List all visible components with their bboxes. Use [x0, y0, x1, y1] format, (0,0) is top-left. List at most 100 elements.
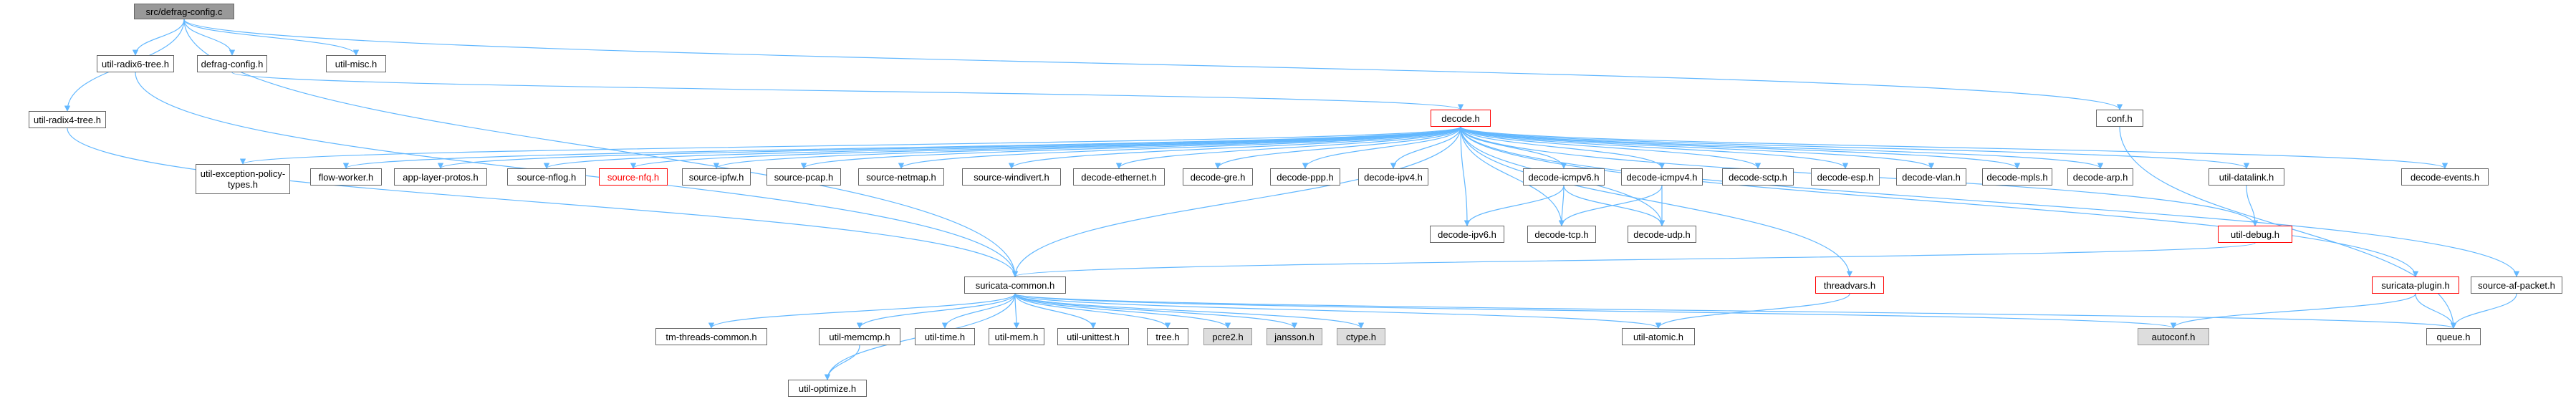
node-decode-ipv4[interactable]: decode-ipv4.h [1358, 168, 1428, 186]
node-util-mem[interactable]: util-mem.h [989, 328, 1044, 345]
node-decode-tcp[interactable]: decode-tcp.h [1527, 226, 1596, 243]
edge-suricata-plugin-to-autoconf [2170, 293, 2416, 329]
node-decode-gre[interactable]: decode-gre.h [1183, 168, 1253, 186]
edge-suricata-common-to-util-mem [1013, 293, 1020, 329]
node-util-datalink[interactable]: util-datalink.h [2209, 168, 2284, 186]
edge-suricata-common-to-pcre2 [1014, 293, 1231, 329]
edge-decode-to-util-datalink [1460, 126, 2249, 169]
edge-decode-to-source-netmap [898, 126, 1461, 169]
edge-suricata-common-to-util-memcmp [856, 293, 1016, 329]
node-decode[interactable]: decode.h [1431, 110, 1491, 127]
node-tm-threads-common[interactable]: tm-threads-common.h [655, 328, 767, 345]
node-util-atomic[interactable]: util-atomic.h [1622, 328, 1695, 345]
node-util-optimize[interactable]: util-optimize.h [788, 380, 867, 397]
node-root[interactable]: src/defrag-config.c [134, 4, 234, 19]
edge-util-memcmp-to-util-optimize [824, 345, 860, 380]
node-util-debug[interactable]: util-debug.h [2218, 226, 2292, 243]
edge-decode-to-source-af-packet [1460, 126, 2520, 277]
edge-util-radix4-tree-to-suricata-common [67, 128, 1019, 277]
edge-decode-to-decode-ipv6 [1460, 126, 1471, 226]
node-defrag-config[interactable]: defrag-config.h [197, 55, 267, 72]
node-flow-worker[interactable]: flow-worker.h [310, 168, 382, 186]
node-source-nfq[interactable]: source-nfq.h [599, 168, 668, 186]
node-threadvars[interactable]: threadvars.h [1815, 276, 1884, 294]
node-decode-vlan[interactable]: decode-vlan.h [1896, 168, 1966, 186]
node-app-layer-protos[interactable]: app-layer-protos.h [394, 168, 487, 186]
edge-suricata-common-to-jansson [1014, 293, 1298, 329]
node-source-af-packet[interactable]: source-af-packet.h [2471, 276, 2562, 294]
edge-util-datalink-to-util-debug [2246, 185, 2259, 226]
node-decode-udp[interactable]: decode-udp.h [1628, 226, 1696, 243]
edge-suricata-common-to-autoconf [1014, 293, 2176, 329]
node-decode-mpls[interactable]: decode-mpls.h [1982, 168, 2052, 186]
node-decode-ethernet[interactable]: decode-ethernet.h [1073, 168, 1165, 186]
node-conf[interactable]: conf.h [2096, 110, 2143, 127]
node-util-unittest[interactable]: util-unittest.h [1057, 328, 1129, 345]
edge-decode-to-decode-tcp [1460, 126, 1565, 226]
edge-suricata-common-to-tree [1014, 293, 1171, 329]
node-source-windivert[interactable]: source-windivert.h [962, 168, 1061, 186]
node-decode-ipv6[interactable]: decode-ipv6.h [1430, 226, 1504, 243]
node-source-pcap[interactable]: source-pcap.h [766, 168, 841, 186]
edge-decode-to-decode-gre [1214, 126, 1461, 169]
node-util-misc[interactable]: util-misc.h [326, 55, 386, 72]
edge-root-to-defrag-config [183, 19, 236, 56]
edge-decode-to-source-pcap [801, 126, 1461, 169]
node-decode-ppp[interactable]: decode-ppp.h [1270, 168, 1340, 186]
edge-decode-to-source-nflog [544, 126, 1461, 169]
node-util-exception-policy-types[interactable]: util-exception-policy-types.h [196, 164, 290, 194]
edge-decode-to-source-ipfw [713, 126, 1461, 169]
node-jansson[interactable]: jansson.h [1267, 328, 1322, 345]
edge-decode-to-util-exception-policy-types [240, 126, 1461, 165]
edge-decode-to-decode-sctp [1460, 126, 1762, 169]
node-decode-sctp[interactable]: decode-sctp.h [1722, 168, 1794, 186]
edge-decode-to-decode-ppp [1302, 126, 1461, 169]
edge-decode-icmpv6-to-decode-tcp [1558, 185, 1565, 226]
edge-suricata-common-to-util-atomic [1014, 293, 1661, 329]
node-util-radix6-tree[interactable]: util-radix6-tree.h [97, 55, 174, 72]
edge-decode-to-decode-events [1460, 126, 2448, 169]
edge-decode-to-decode-ipv4 [1390, 126, 1461, 169]
edge-suricata-common-to-queue [1014, 293, 2456, 329]
node-util-memcmp[interactable]: util-memcmp.h [819, 328, 900, 345]
node-source-ipfw[interactable]: source-ipfw.h [682, 168, 751, 186]
edge-decode-to-decode-ethernet [1115, 126, 1461, 169]
edge-source-af-packet-to-queue [2450, 293, 2517, 329]
edge-root-to-conf [183, 19, 2123, 110]
node-util-radix4-tree[interactable]: util-radix4-tree.h [29, 111, 106, 128]
edge-decode-to-suricata-common [1011, 126, 1461, 277]
edge-suricata-common-to-util-time [941, 293, 1016, 329]
edge-decode-to-source-windivert [1008, 126, 1461, 169]
node-suricata-common[interactable]: suricata-common.h [964, 276, 1066, 294]
edge-root-to-util-radix6-tree [132, 19, 185, 56]
edge-suricata-common-to-tm-threads-common [708, 293, 1016, 329]
edge-decode-to-decode-icmpv4 [1460, 126, 1666, 169]
edge-suricata-plugin-to-queue [2415, 293, 2457, 329]
edge-decode-to-decode-icmpv6 [1460, 126, 1567, 169]
node-decode-events[interactable]: decode-events.h [2401, 168, 2489, 186]
edge-decode-icmpv6-to-decode-ipv6 [1464, 185, 1565, 226]
node-decode-icmpv4[interactable]: decode-icmpv4.h [1621, 168, 1703, 186]
edge-decode-to-decode-esp [1460, 126, 1849, 169]
edge-decode-to-threadvars [1460, 126, 1853, 277]
node-autoconf[interactable]: autoconf.h [2138, 328, 2209, 345]
node-decode-esp[interactable]: decode-esp.h [1811, 168, 1880, 186]
node-source-nflog[interactable]: source-nflog.h [507, 168, 586, 186]
edge-suricata-common-to-util-unittest [1014, 293, 1097, 329]
node-decode-icmpv6[interactable]: decode-icmpv6.h [1523, 168, 1605, 186]
node-decode-arp[interactable]: decode-arp.h [2067, 168, 2133, 186]
node-util-time[interactable]: util-time.h [915, 328, 975, 345]
edge-root-to-util-misc [183, 19, 360, 56]
node-queue[interactable]: queue.h [2426, 328, 2481, 345]
edge-util-debug-to-suricata-common [1012, 242, 2256, 277]
node-suricata-plugin[interactable]: suricata-plugin.h [2372, 276, 2459, 294]
edge-defrag-config-to-decode [231, 72, 1464, 110]
edge-decode-to-suricata-plugin [1460, 126, 2419, 277]
edge-layer [64, 19, 2520, 380]
node-tree[interactable]: tree.h [1147, 328, 1188, 345]
node-ctype[interactable]: ctype.h [1337, 328, 1385, 345]
node-pcre2[interactable]: pcre2.h [1203, 328, 1252, 345]
node-source-netmap[interactable]: source-netmap.h [858, 168, 944, 186]
edge-decode-to-decode-mpls [1460, 126, 2020, 169]
